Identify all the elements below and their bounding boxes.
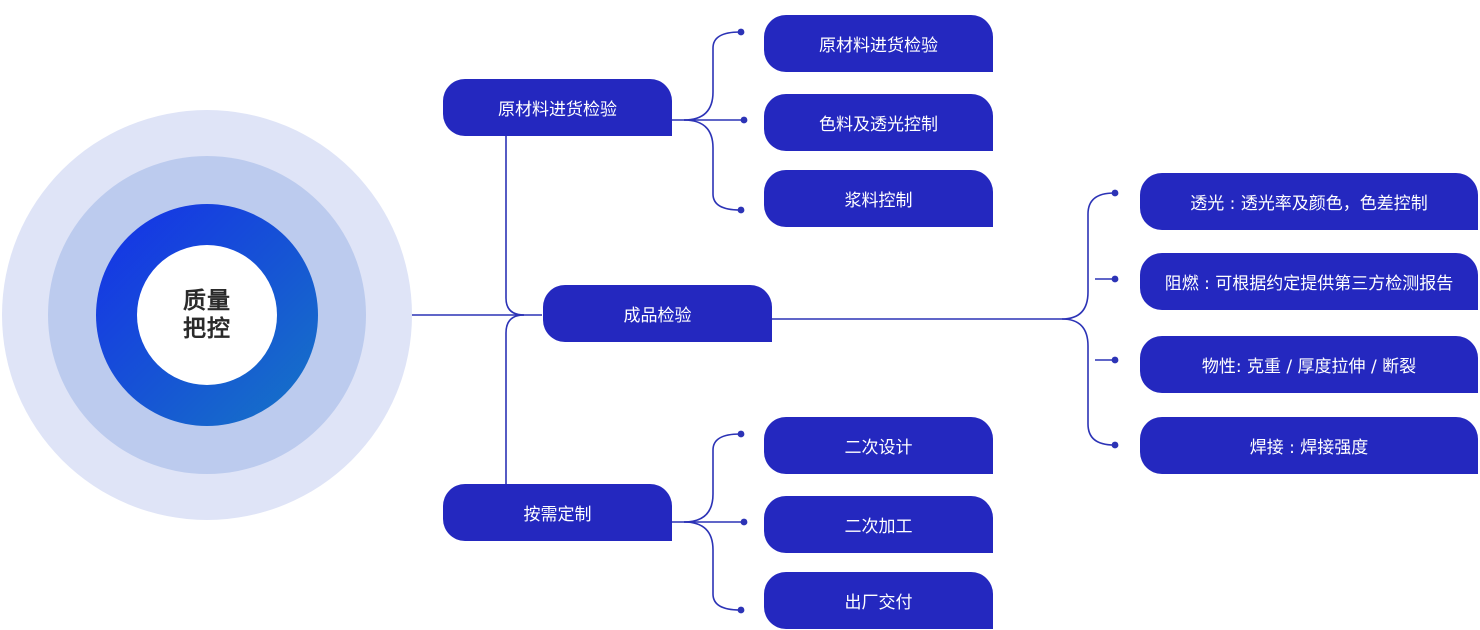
connector-custom-lower <box>683 521 741 611</box>
connector-dot <box>737 606 745 614</box>
connector-finished-lower <box>1061 318 1115 446</box>
item-secondary-processing: 二次加工 <box>764 496 993 553</box>
item-flame-retardant: 阻燃 : 可根据约定提供第三方检测报告 <box>1140 253 1478 310</box>
item-slurry-control: 浆料控制 <box>764 170 993 227</box>
item-colorant-light-control: 色料及透光控制 <box>764 94 993 151</box>
item-physical-properties: 物性: 克重 / 厚度拉伸 / 断裂 <box>1140 336 1478 393</box>
connector-raw-lower <box>683 119 741 211</box>
connector-custom-upper <box>672 433 741 523</box>
center-hub: 质量 把控 <box>137 245 277 385</box>
connector-dot <box>737 430 745 438</box>
item-raw-material-incoming: 原材料进货检验 <box>764 15 993 72</box>
connector-dot <box>1111 189 1119 197</box>
connector-dot <box>1111 356 1119 364</box>
item-light-transmission: 透光 : 透光率及颜色，色差控制 <box>1140 173 1478 230</box>
connector-finished-upper <box>1061 192 1115 320</box>
item-factory-delivery: 出厂交付 <box>764 572 993 629</box>
connector-dot <box>1111 275 1119 283</box>
category-raw-material-inspection: 原材料进货检验 <box>443 79 672 136</box>
connector-dot <box>740 518 748 526</box>
category-custom-order: 按需定制 <box>443 484 672 541</box>
category-finished-product-inspection: 成品检验 <box>543 285 772 342</box>
item-welding: 焊接 : 焊接强度 <box>1140 417 1478 474</box>
connector-dot <box>740 116 748 124</box>
center-title-line-2: 把控 <box>183 316 231 342</box>
connector-raw-upper <box>672 31 741 121</box>
connector-dot <box>1111 441 1119 449</box>
connector-dot <box>737 28 745 36</box>
center-title-line-1: 质量 <box>183 288 231 314</box>
connector-dot <box>737 206 745 214</box>
connector-trunk-upper <box>505 135 525 316</box>
connector-trunk-lower <box>505 314 525 485</box>
item-secondary-design: 二次设计 <box>764 417 993 474</box>
